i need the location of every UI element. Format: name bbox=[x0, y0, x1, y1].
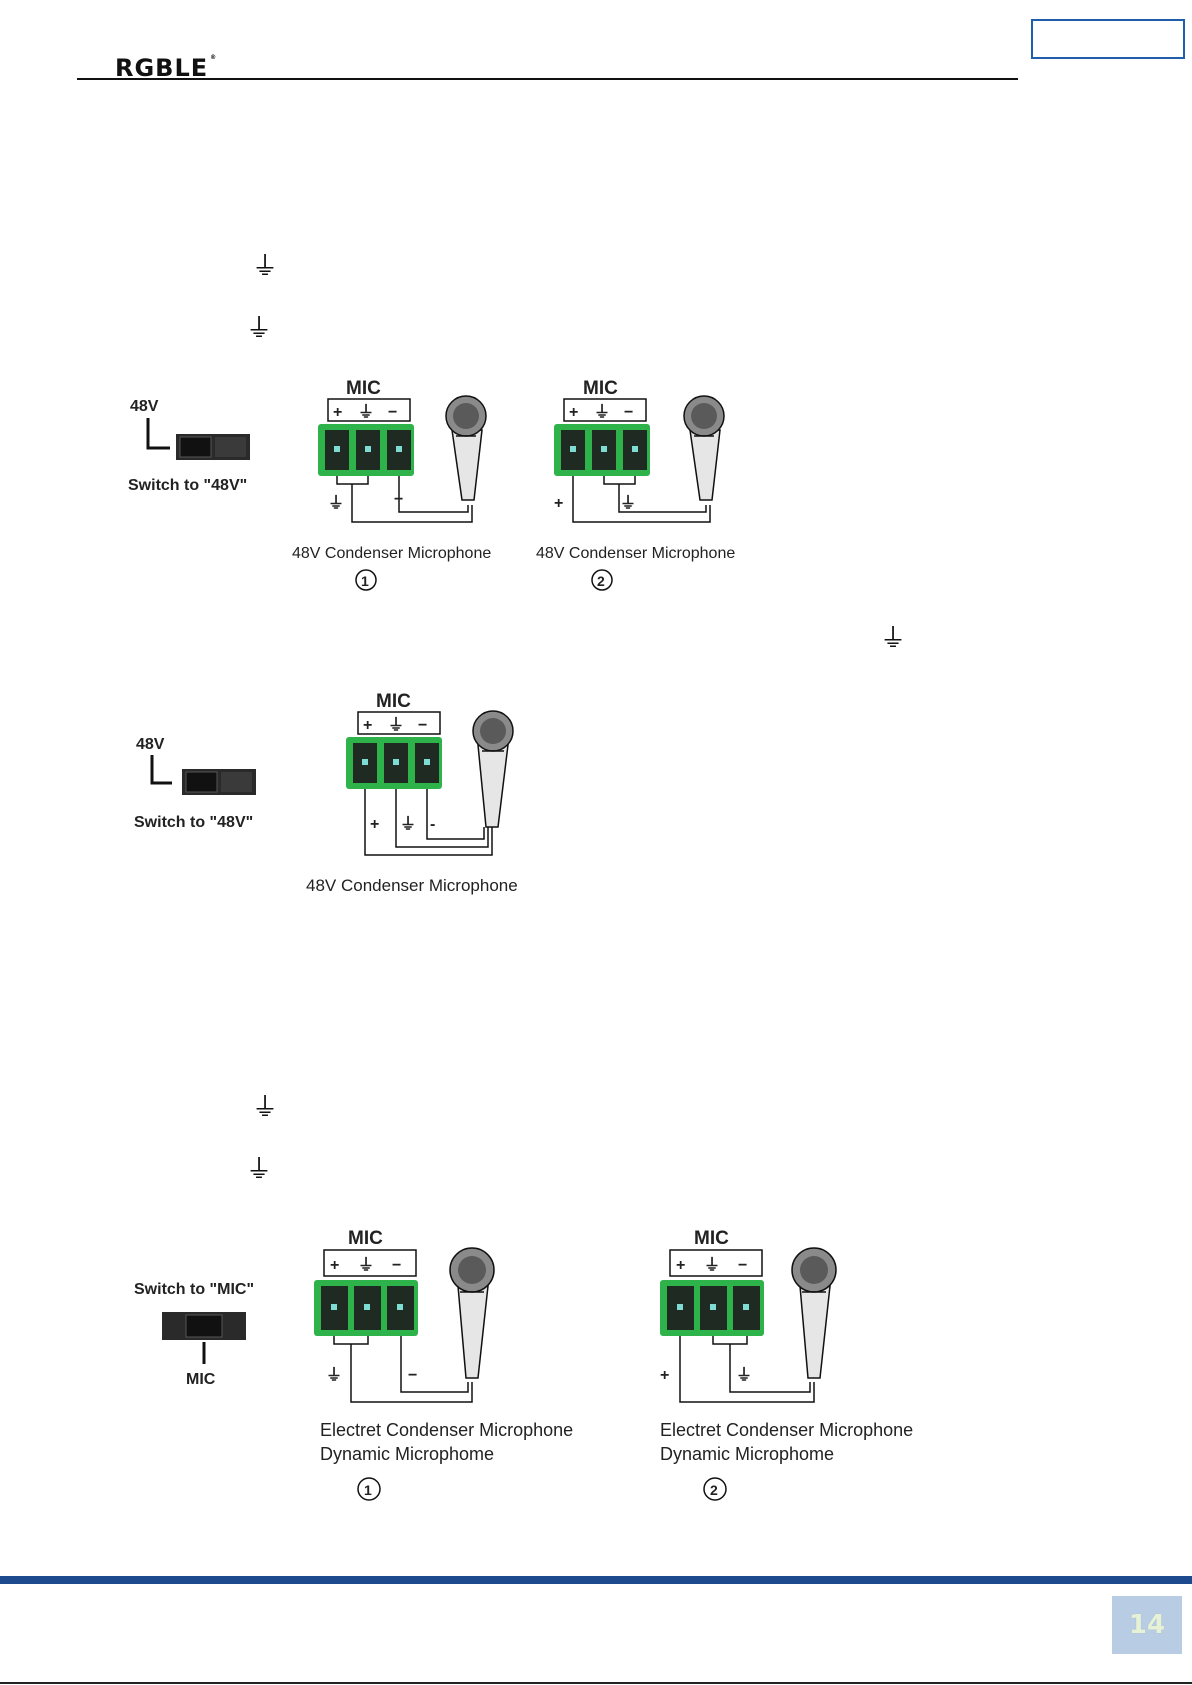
switch-label: 48V bbox=[130, 398, 159, 415]
figure-48v-two-wiring: 48V Switch to "48V" MIC + ⏚ − ⏚ − 48V Co bbox=[128, 378, 735, 591]
right-mark: ⏚ bbox=[736, 1366, 752, 1384]
ground-symbol-4: ⏚ bbox=[252, 1093, 279, 1123]
caption: 48V Condenser Microphone bbox=[292, 545, 491, 562]
svg-text:+: + bbox=[370, 816, 379, 833]
diagram-2: MIC + ⏚ − + ⏚ Electret Condenser Microph… bbox=[660, 1228, 913, 1501]
header-box bbox=[1031, 19, 1185, 59]
caption: 48V Condenser Microphone bbox=[306, 876, 518, 895]
ground-symbol-5: ⏚ bbox=[246, 1155, 273, 1185]
switch-48v: 48V Switch to "48V" bbox=[134, 736, 256, 831]
mic-header-label: MIC bbox=[346, 378, 381, 399]
switch-label: MIC bbox=[186, 1371, 216, 1388]
caption-line2: Dynamic Microphome bbox=[660, 1444, 834, 1464]
ground-symbol-2: ⏚ bbox=[246, 314, 273, 344]
diagram-number: 1 bbox=[361, 573, 369, 589]
svg-text:+: + bbox=[569, 404, 578, 421]
svg-text:−: − bbox=[388, 404, 397, 421]
ground-symbol-3: ⏚ bbox=[880, 624, 907, 654]
mic-header-label: MIC bbox=[694, 1228, 729, 1249]
switch-label: 48V bbox=[136, 736, 165, 753]
mic-header-label: MIC bbox=[376, 691, 411, 712]
svg-text:−: − bbox=[624, 404, 633, 421]
svg-text:−: − bbox=[418, 717, 427, 734]
header-rule bbox=[77, 78, 1018, 80]
svg-text:⏚: ⏚ bbox=[704, 1256, 720, 1274]
diagram-1: MIC + ⏚ − ⏚ − 48V Condenser Microphone 1 bbox=[292, 378, 491, 591]
svg-text:+: + bbox=[363, 717, 372, 734]
diagram-1: MIC + ⏚ − ⏚ − Electret Condenser Microph… bbox=[314, 1228, 573, 1501]
svg-text:-: - bbox=[430, 816, 435, 833]
right-mark: ⏚ bbox=[620, 494, 636, 512]
right-mark: − bbox=[408, 1367, 417, 1384]
microphone-icon bbox=[445, 395, 487, 501]
microphone-icon bbox=[449, 1247, 495, 1379]
svg-text:⏚: ⏚ bbox=[594, 403, 610, 421]
svg-text:+: + bbox=[333, 404, 342, 421]
left-mark: + bbox=[660, 1367, 669, 1384]
caption-line1: Electret Condenser Microphone bbox=[320, 1420, 573, 1440]
diagram-number: 2 bbox=[710, 1482, 718, 1498]
left-mark: ⏚ bbox=[328, 494, 344, 512]
mic-header-label: MIC bbox=[348, 1228, 383, 1249]
footer-rule bbox=[0, 1682, 1192, 1684]
footer-bar bbox=[0, 1576, 1192, 1584]
svg-text:⏚: ⏚ bbox=[400, 815, 416, 833]
ground-symbol-1: ⏚ bbox=[252, 252, 279, 282]
page-number: 14 bbox=[1112, 1596, 1182, 1654]
diagram-number: 1 bbox=[364, 1482, 372, 1498]
left-mark: ⏚ bbox=[326, 1366, 342, 1384]
diagram-2: MIC + ⏚ − + ⏚ 48V Condenser Microphone 2 bbox=[536, 378, 735, 591]
microphone-icon bbox=[472, 710, 514, 828]
switch-mic: Switch to "MIC" MIC bbox=[134, 1281, 254, 1388]
microphone-icon bbox=[683, 395, 725, 501]
svg-text:⏚: ⏚ bbox=[358, 403, 374, 421]
right-mark: − bbox=[394, 491, 403, 508]
diagram: MIC + ⏚ − + ⏚ - 48V Condenser Microphone bbox=[306, 691, 518, 895]
svg-text:⏚: ⏚ bbox=[388, 716, 404, 734]
left-mark: + bbox=[554, 495, 563, 512]
figure-48v-balanced-wiring: 48V Switch to "48V" MIC + ⏚ − + ⏚ - 48V … bbox=[134, 691, 518, 895]
switch-caption: Switch to "48V" bbox=[134, 814, 253, 831]
svg-text:−: − bbox=[392, 1257, 401, 1274]
mic-header-label: MIC bbox=[583, 378, 618, 399]
caption-line2: Dynamic Microphome bbox=[320, 1444, 494, 1464]
brand-logo: RGBLE® bbox=[115, 54, 218, 82]
svg-text:+: + bbox=[676, 1257, 685, 1274]
caption-line1: Electret Condenser Microphone bbox=[660, 1420, 913, 1440]
svg-text:+: + bbox=[330, 1257, 339, 1274]
microphone-icon bbox=[791, 1247, 837, 1379]
caption: 48V Condenser Microphone bbox=[536, 545, 735, 562]
svg-text:⏚: ⏚ bbox=[358, 1256, 374, 1274]
figure-mic-wiring: Switch to "MIC" MIC MIC + ⏚ − ⏚ − Electr… bbox=[134, 1228, 913, 1501]
switch-caption: Switch to "MIC" bbox=[134, 1281, 254, 1298]
diagram-number: 2 bbox=[597, 573, 605, 589]
switch-caption: Switch to "48V" bbox=[128, 477, 247, 494]
switch-48v: 48V Switch to "48V" bbox=[128, 398, 250, 494]
svg-text:−: − bbox=[738, 1257, 747, 1274]
